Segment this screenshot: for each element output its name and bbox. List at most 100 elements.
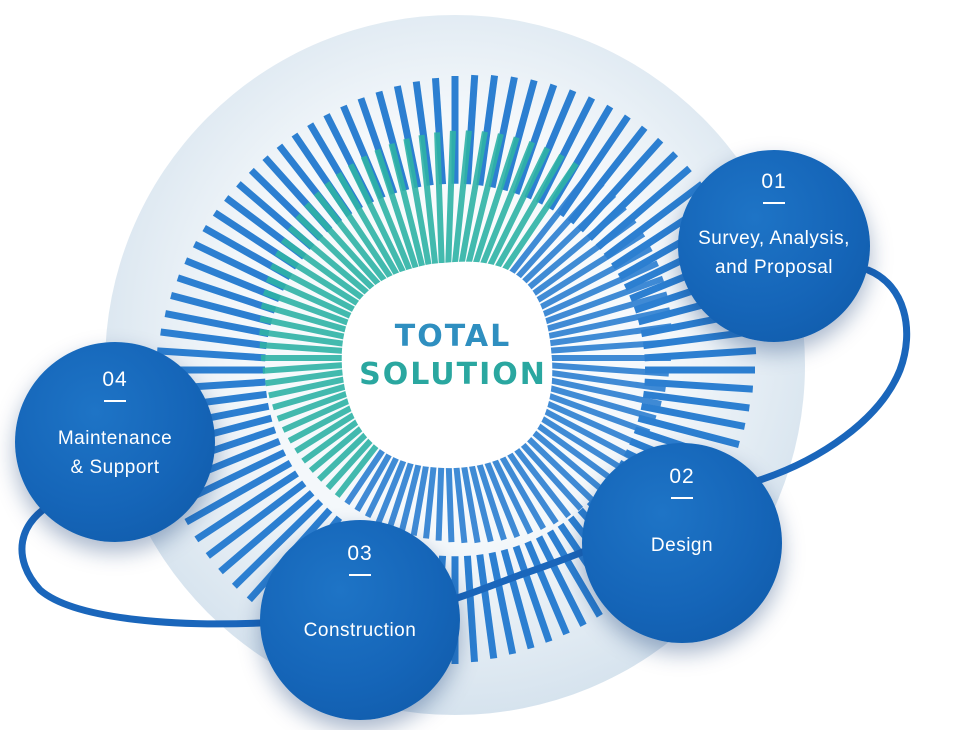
teal-spoke [269,263,363,317]
teal-spoke [388,143,425,267]
teal-spoke [501,171,592,285]
blue-spoke [176,274,277,314]
blue-spoke [156,347,266,362]
teal-spoke [539,339,673,355]
step-label-line-1: Construction [303,620,417,641]
teal-spoke [465,133,504,267]
teal-spoke [506,181,605,290]
teal-spoke [471,136,520,269]
blue-spoke [640,402,746,430]
teal-spoke [489,153,565,278]
blue-spoke [500,79,538,192]
teal-spoke [538,368,666,392]
teal-spoke-ring [259,130,673,544]
teal-spoke [418,134,439,264]
teal-spoke [294,405,367,454]
center-title: TOTAL SOLUTION [348,318,558,394]
step-label-line-2: and Proposal [715,257,833,278]
teal-spoke [533,275,665,329]
teal-spoke [537,374,662,407]
blue-spoke [476,554,498,659]
blue-spoke [463,74,479,185]
teal-spoke [403,138,432,265]
teal-spoke [539,361,670,377]
teal-spoke [262,289,357,329]
blue-spoke [500,548,535,650]
blue-spoke [218,490,315,575]
teal-spoke [347,163,407,274]
step-label-line-2: & Support [70,457,160,478]
teal-spoke [280,237,370,305]
teal-spoke [274,250,367,311]
orbit-path-left [18,496,284,628]
teal-spoke [538,323,672,348]
teal-spoke [515,204,627,300]
number-underline [763,202,785,204]
teal-spoke [495,161,579,281]
teal-spoke [260,302,355,335]
teal-spoke [265,368,352,387]
teal-spoke [535,381,657,422]
blue-spoke [546,529,603,618]
step-01-survey-analysis-proposal[interactable]: 01 Survey, Analysis, and Proposal [678,150,870,342]
teal-spoke [527,245,653,317]
step-label-line-1: Design [650,535,714,556]
step-03-construction[interactable]: 03 Construction [260,520,460,720]
blue-spoke [160,328,268,350]
teal-spoke [287,399,363,444]
step-number: 04 [102,368,128,391]
blue-spoke [463,555,479,663]
blue-spoke [535,535,587,627]
center-blob [341,261,553,469]
teal-spoke [533,387,651,436]
teal-spoke [360,155,413,272]
teal-spoke [530,260,659,323]
teal-spoke [523,231,646,311]
title-line-1: TOTAL [394,319,512,354]
step-number: 02 [669,465,695,488]
blue-spoke [488,551,517,655]
step-label-line-1: Survey, Analysis, [698,228,850,249]
blue-spoke [637,414,740,448]
blue-spoke [184,460,293,526]
teal-spoke [434,132,445,264]
teal-spoke [259,315,353,342]
teal-spoke [304,202,384,290]
teal-spoke [259,328,352,348]
teal-spoke [287,225,375,300]
teal-spoke [281,393,360,433]
teal-spoke [483,146,551,274]
blue-spoke [431,77,447,185]
blue-spoke [231,499,324,589]
step-04-maintenance-support[interactable]: 04 Maintenance & Support [15,342,215,542]
teal-spoke [374,148,419,269]
teal-spoke [530,393,643,449]
blue-spoke [524,540,570,636]
teal-spoke [477,141,535,272]
number-underline [349,574,371,576]
teal-spoke [313,191,389,285]
blue-spoke [164,310,270,338]
blue-spoke [524,89,577,200]
blue-spoke [170,292,273,326]
blue-spoke [512,545,553,643]
blue-spoke [642,390,750,412]
blue-spoke [644,378,754,393]
teal-spoke [527,399,635,461]
step-number: 03 [347,542,373,565]
blue-spoke [512,83,558,195]
title-line-2: SOLUTION [359,357,547,392]
number-underline [671,497,693,499]
step-02-design[interactable]: 02 Design [582,443,782,643]
teal-spoke [324,181,395,281]
teal-spoke [295,213,379,295]
teal-spoke [272,381,355,411]
teal-spoke [259,342,351,355]
teal-spoke [520,217,637,305]
teal-spoke [265,276,360,323]
teal-spoke [451,130,472,264]
teal-spoke [276,387,357,422]
teal-spoke [335,171,401,278]
